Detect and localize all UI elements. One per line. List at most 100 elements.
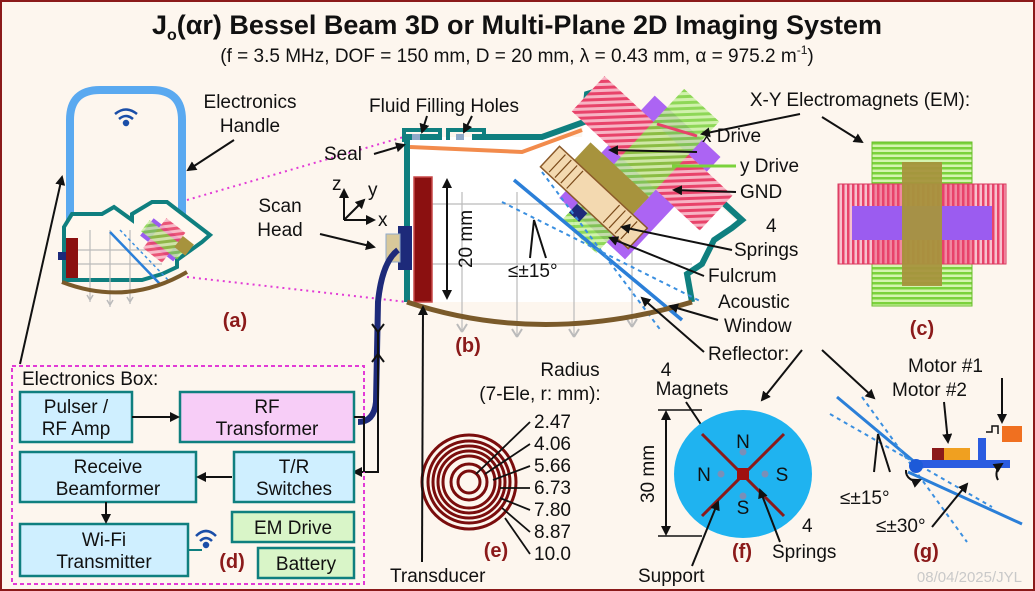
panel-c-heading: X-Y Electromagnets (EM): <box>750 90 970 111</box>
panel-f-label: (f) <box>732 541 752 563</box>
electronics-handle <box>66 86 186 220</box>
arrow-transducer <box>417 305 428 563</box>
rf-label-1: RF <box>254 397 279 418</box>
dimension-30mm-label: 30 mm <box>638 445 659 503</box>
arrow-scan-head <box>319 233 376 250</box>
panel-b: 20 mm z y x Fluid Filling Holes Sea <box>324 76 876 402</box>
arrow-springs <box>620 223 733 251</box>
radius-value-2: 4.06 <box>534 434 571 455</box>
label-y-drive: y Drive <box>740 156 799 177</box>
reflector-g <box>836 395 918 466</box>
zoom-line-bottom <box>186 276 408 303</box>
connector <box>398 226 412 270</box>
panel-a-label: (a) <box>223 310 247 332</box>
label-handle: Handle <box>220 116 280 137</box>
pulser-label-2: RF Amp <box>42 419 111 440</box>
angle-label: ≤±15° <box>508 261 558 282</box>
label-magnets-count: 4 <box>661 360 672 381</box>
arrow-fluid-2 <box>463 115 473 134</box>
label-scan: Scan <box>258 196 301 217</box>
spring-dots <box>717 448 769 500</box>
axis-x-label: x <box>378 210 388 231</box>
center-pivot <box>737 468 749 480</box>
panel-g-label: (g) <box>913 541 939 563</box>
acoustic-window-small <box>61 270 189 295</box>
em-assembly-small <box>140 218 194 263</box>
wire-to-tr <box>352 332 379 477</box>
x-drive-wire <box>656 122 698 138</box>
label-motor2: Motor #2 <box>892 380 967 401</box>
panel-e: Radius (7-Ele, r: mm): 2.47 4.06 5.66 6.… <box>390 305 601 587</box>
arrow-reflector <box>640 296 705 353</box>
arrow-seal <box>373 142 406 155</box>
label-seal: Seal <box>324 144 362 165</box>
arrow-fulcrum <box>608 236 705 277</box>
label-support: Support <box>638 566 705 587</box>
connector-small <box>58 252 66 260</box>
pole-2: S <box>776 465 789 486</box>
battery-label: Battery <box>276 554 337 575</box>
panel-d-heading: Electronics Box: <box>22 369 158 390</box>
axis-indicator <box>339 188 376 225</box>
label-x-drive: x Drive <box>702 126 761 147</box>
panel-d: Electronics Box: Pulser / RF Amp RF Tran… <box>11 175 365 585</box>
receive-beamformer-box <box>18 450 198 504</box>
battery-box <box>256 546 356 580</box>
arrow-angle-g2 <box>931 482 969 528</box>
wifi-icon <box>114 108 138 127</box>
label-motor1: Motor #1 <box>908 356 983 377</box>
angle-g-1: ≤±15° <box>840 488 890 509</box>
radius-value-7: 10.0 <box>534 544 571 565</box>
tr-switches-box <box>232 450 356 504</box>
label-head: Head <box>257 220 302 241</box>
wire-rf-tr <box>354 416 365 472</box>
angle-marker-g <box>873 433 891 473</box>
electronics-box-frame <box>11 365 365 585</box>
arrow-reflector-f <box>760 349 803 402</box>
label-springs-f-count: 4 <box>802 516 813 537</box>
wifi-label-2: Transmitter <box>56 552 152 573</box>
panel-a: Electronics Handle Scan Head (a) <box>58 86 408 332</box>
arrow-em <box>821 116 864 144</box>
axis-y-label: y <box>368 180 378 201</box>
label-window: Window <box>724 316 792 337</box>
em-top-view <box>837 141 1007 307</box>
seal <box>409 128 583 155</box>
label-acoustic: Acoustic <box>718 292 790 313</box>
arrow-support <box>691 500 720 567</box>
radius-value-1: 2.47 <box>534 412 571 433</box>
axis-z-label: z <box>332 174 342 195</box>
wire-arrow-up <box>371 323 385 333</box>
label-springs-f: Springs <box>772 542 836 563</box>
pulser-label-1: Pulser / <box>44 397 109 418</box>
transducer-rings <box>420 433 518 531</box>
transducer-large <box>413 176 433 303</box>
pole-3: S <box>737 498 750 519</box>
panel-e-heading-1: Radius <box>540 360 599 381</box>
wifi-icon-d <box>195 529 217 549</box>
label-electronics: Electronics <box>204 92 297 113</box>
radius-value-5: 7.80 <box>534 500 571 521</box>
beam-line-1 <box>501 201 703 303</box>
pole-1: N <box>736 432 750 453</box>
radius-leaders <box>475 421 531 555</box>
diagram-subtitle: (f = 3.5 MHz, DOF = 150 mm, D = 20 mm, λ… <box>220 43 813 67</box>
arrow-em-to-b <box>700 113 801 138</box>
panel-e-label: (e) <box>484 540 508 562</box>
label-springs: Springs <box>734 240 798 261</box>
arm-g <box>907 470 1023 526</box>
label-fluid-holes: Fluid Filling Holes <box>369 96 519 117</box>
zoom-line-top <box>186 135 408 201</box>
arrow-handle <box>186 139 235 172</box>
tr-label-2: Switches <box>256 479 332 500</box>
em-drive-label: EM Drive <box>254 518 332 539</box>
arrow-reflector-g <box>821 349 876 400</box>
down-arrows-large <box>456 318 638 338</box>
panel-c: X-Y Electromagnets (EM): (c) <box>700 90 1007 340</box>
arrow-motor2 <box>942 401 953 444</box>
wire-arrow-down <box>371 353 385 363</box>
label-gnd: GND <box>740 182 782 203</box>
arrow-gnd <box>672 185 737 196</box>
